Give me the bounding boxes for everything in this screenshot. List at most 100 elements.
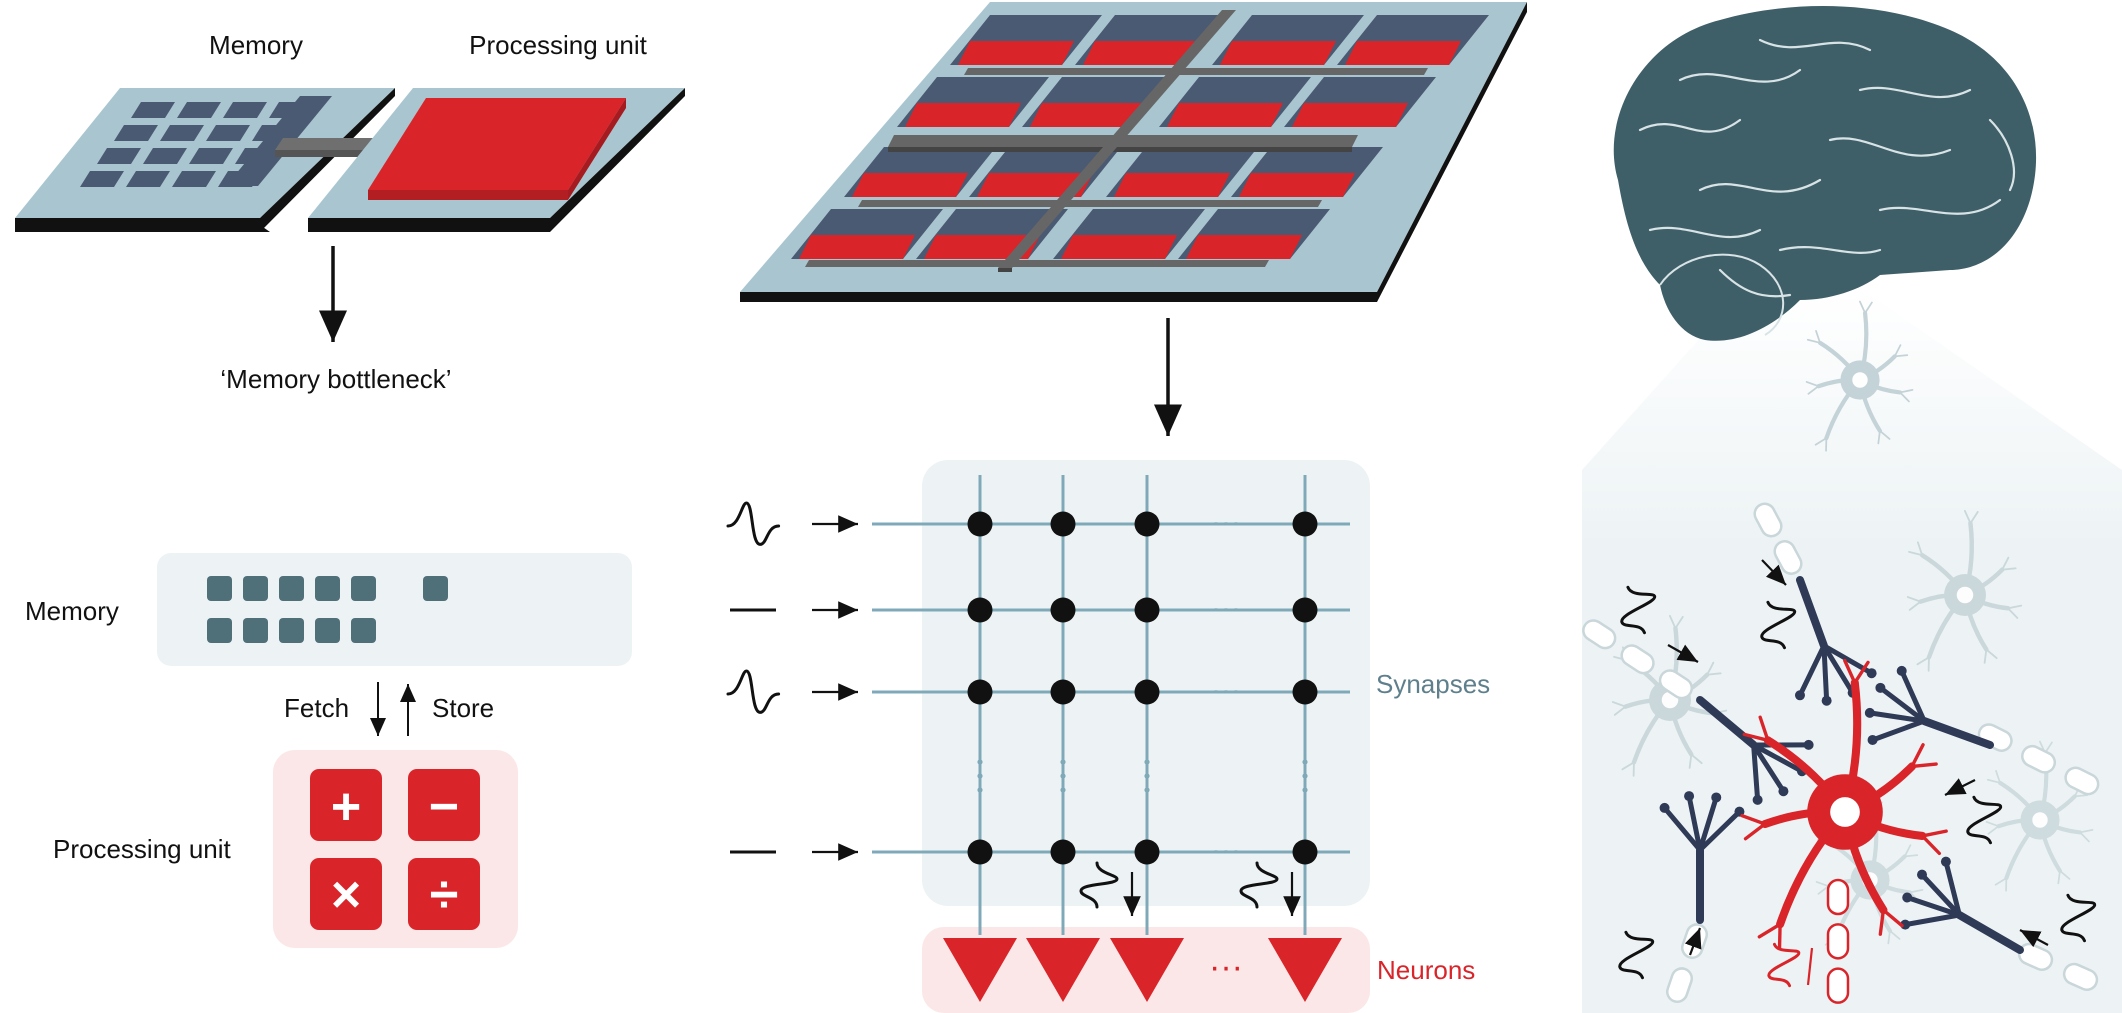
processing-left-label: Processing unit bbox=[53, 834, 232, 864]
spike-icon bbox=[1239, 861, 1279, 909]
dendrite-tip bbox=[1906, 596, 1922, 611]
synapse-node bbox=[967, 679, 993, 705]
dendrite-tip bbox=[1742, 715, 1770, 743]
add-glyph: + bbox=[331, 778, 361, 836]
chip-core-active bbox=[958, 41, 1074, 65]
dendrite-tip bbox=[1805, 381, 1820, 395]
spike-icon bbox=[2060, 893, 2097, 943]
chip-core-active bbox=[799, 235, 915, 259]
vertical-ellipsis bbox=[977, 759, 983, 765]
memory-block bbox=[143, 148, 187, 164]
memory-block bbox=[126, 171, 170, 187]
synapses-label: Synapses bbox=[1376, 669, 1490, 699]
chip-core-active bbox=[1186, 235, 1302, 259]
chip-core-active bbox=[1345, 41, 1461, 65]
vertical-ellipsis bbox=[977, 773, 983, 779]
divide-glyph: ÷ bbox=[430, 866, 459, 924]
axon-terminal bbox=[1696, 696, 1814, 805]
vertical-ellipsis bbox=[1060, 787, 1066, 793]
terminal-branch bbox=[1904, 895, 1962, 918]
synapse-node bbox=[967, 511, 993, 537]
crossbar-array: ············ bbox=[872, 475, 1350, 935]
output-neurons: ··· bbox=[943, 938, 1342, 1002]
axon-terminal bbox=[1659, 791, 1745, 924]
memory-panel bbox=[157, 553, 632, 666]
myelin-segment bbox=[1753, 502, 1783, 538]
terminal-branch bbox=[1662, 805, 1703, 853]
memory-left-label: Memory bbox=[25, 596, 119, 626]
bouton bbox=[1821, 695, 1832, 706]
memory-cell bbox=[279, 618, 304, 643]
bus-line bbox=[805, 260, 1269, 267]
vertical-ellipsis bbox=[1302, 773, 1308, 779]
axon-terminal bbox=[1900, 856, 2024, 954]
neuron-cluster bbox=[1582, 300, 2100, 1004]
bouton bbox=[1940, 856, 1951, 867]
chip-core-active bbox=[924, 235, 1040, 259]
memory-cell bbox=[315, 618, 340, 643]
bouton bbox=[1778, 786, 1789, 797]
chip-core-active bbox=[1114, 173, 1230, 197]
dendrite-tip bbox=[1986, 770, 2001, 784]
neurons-label: Neurons bbox=[1377, 955, 1475, 985]
axon-trunk bbox=[1955, 911, 2024, 954]
nucleus bbox=[1852, 372, 1868, 388]
terminal-branch bbox=[1751, 742, 1761, 803]
terminal-branch bbox=[1697, 809, 1742, 853]
processing-top-label: Processing unit bbox=[469, 30, 648, 60]
chip-core-active bbox=[1083, 41, 1199, 65]
spike-icon bbox=[1620, 585, 1657, 635]
axon-trunk bbox=[1920, 717, 1994, 749]
terminal-branch bbox=[1877, 685, 1927, 724]
neuron-triangle-icon bbox=[1026, 938, 1100, 1002]
terminal-branch bbox=[1902, 912, 1962, 928]
dendrite-tip bbox=[1859, 300, 1873, 314]
memory-cell bbox=[243, 576, 268, 601]
dendrite-tip bbox=[1983, 648, 1998, 664]
axon-trunk bbox=[1696, 696, 1758, 749]
chip-core-active bbox=[852, 173, 968, 197]
dendrite-tip bbox=[1908, 541, 1924, 557]
terminal-branch bbox=[1821, 643, 1830, 704]
dendrite-tip bbox=[1893, 344, 1909, 358]
dendrite-tip bbox=[1985, 821, 2000, 835]
chip-core-active bbox=[1292, 103, 1408, 127]
memory-block bbox=[172, 171, 216, 187]
bouton bbox=[1752, 794, 1763, 805]
synapse-node bbox=[1292, 679, 1318, 705]
memory-block bbox=[177, 102, 221, 118]
fetch-label: Fetch bbox=[284, 693, 349, 723]
signal-arrow bbox=[1684, 927, 1702, 956]
neuron-cell-icon bbox=[1740, 658, 1948, 951]
output-signal-line bbox=[1806, 947, 1814, 986]
synapse-node bbox=[1292, 839, 1318, 865]
subtract-operator bbox=[408, 769, 480, 841]
vertical-ellipsis bbox=[1060, 759, 1066, 765]
bouton bbox=[1803, 739, 1814, 750]
dendrite-tip bbox=[2057, 869, 2071, 885]
multiply-operator bbox=[310, 858, 382, 930]
memory-top-label: Memory bbox=[209, 30, 303, 60]
memory-blocks bbox=[80, 96, 332, 187]
myelin-segment bbox=[1826, 878, 1850, 916]
terminal-branch bbox=[1821, 643, 1856, 696]
vertical-ellipsis bbox=[1144, 759, 1150, 765]
chip-core-active bbox=[905, 103, 1021, 127]
dendrite-tip bbox=[1887, 929, 1901, 945]
neuron-cell-icon bbox=[1906, 509, 2023, 672]
chip-core-active bbox=[1220, 41, 1336, 65]
vertical-ellipsis bbox=[977, 787, 983, 793]
neuron-triangle-icon bbox=[943, 938, 1017, 1002]
memory-block bbox=[189, 148, 233, 164]
bouton bbox=[1866, 668, 1877, 679]
bouton bbox=[1864, 707, 1875, 718]
dendrite-tip bbox=[1878, 908, 1904, 936]
row-ellipsis: ··· bbox=[1211, 834, 1241, 867]
subtract-glyph: − bbox=[429, 778, 459, 836]
neuron-triangle-icon bbox=[1110, 938, 1184, 1002]
vertical-ellipsis bbox=[1302, 787, 1308, 793]
myelin-segment bbox=[1658, 669, 1694, 700]
myelin-segment bbox=[1826, 967, 1850, 1004]
synapse-node bbox=[1134, 839, 1160, 865]
